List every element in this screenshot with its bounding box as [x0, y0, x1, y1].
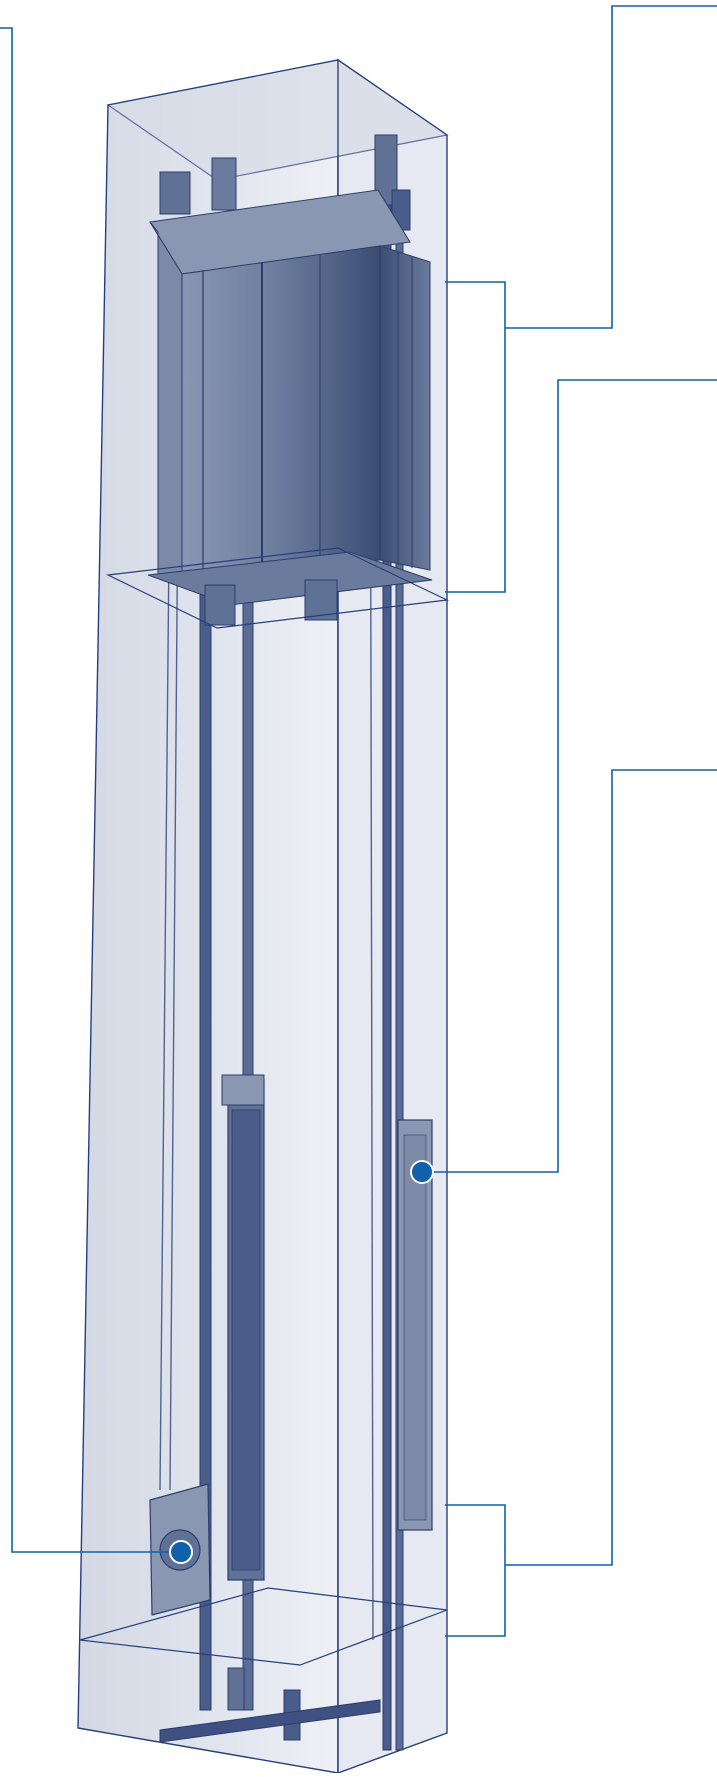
counterweight-right: [397, 1119, 433, 1531]
cw-right-inner: [403, 1134, 427, 1521]
bracket-mid: [211, 157, 237, 211]
callout-counterweight-pulley: [0, 27, 176, 1553]
callout-dots: [169, 1160, 434, 1564]
cw-weights: [231, 1109, 261, 1571]
pit-buffers: [159, 1667, 381, 1743]
callouts: [0, 5, 717, 1637]
callout-pit-section: [505, 769, 717, 1566]
bracket-pit-section: [445, 1504, 506, 1637]
shaft-top-face: [106, 59, 449, 181]
callout-dot-counterweight[interactable]: [410, 1160, 434, 1184]
car-safety-block-1: [204, 584, 236, 626]
top-section-plane: [105, 547, 450, 629]
counterweight-frame: [221, 1074, 265, 1581]
bracket-car-top: [445, 281, 506, 593]
car-safety-block-2: [304, 579, 338, 621]
buffer-1: [227, 1667, 245, 1711]
elevator-car: [147, 189, 433, 626]
callout-counterweight: [422, 379, 717, 1173]
car-face: [181, 245, 381, 581]
bracket-left: [159, 171, 191, 215]
cw-frame-top: [221, 1074, 265, 1106]
car-side: [379, 245, 431, 571]
pit-frame: [159, 1699, 381, 1743]
pit-section-plane: [79, 1587, 448, 1666]
callout-dot-pulley[interactable]: [169, 1540, 193, 1564]
callout-car-top-section: [505, 5, 717, 329]
top-sheave-brackets: [159, 134, 411, 231]
